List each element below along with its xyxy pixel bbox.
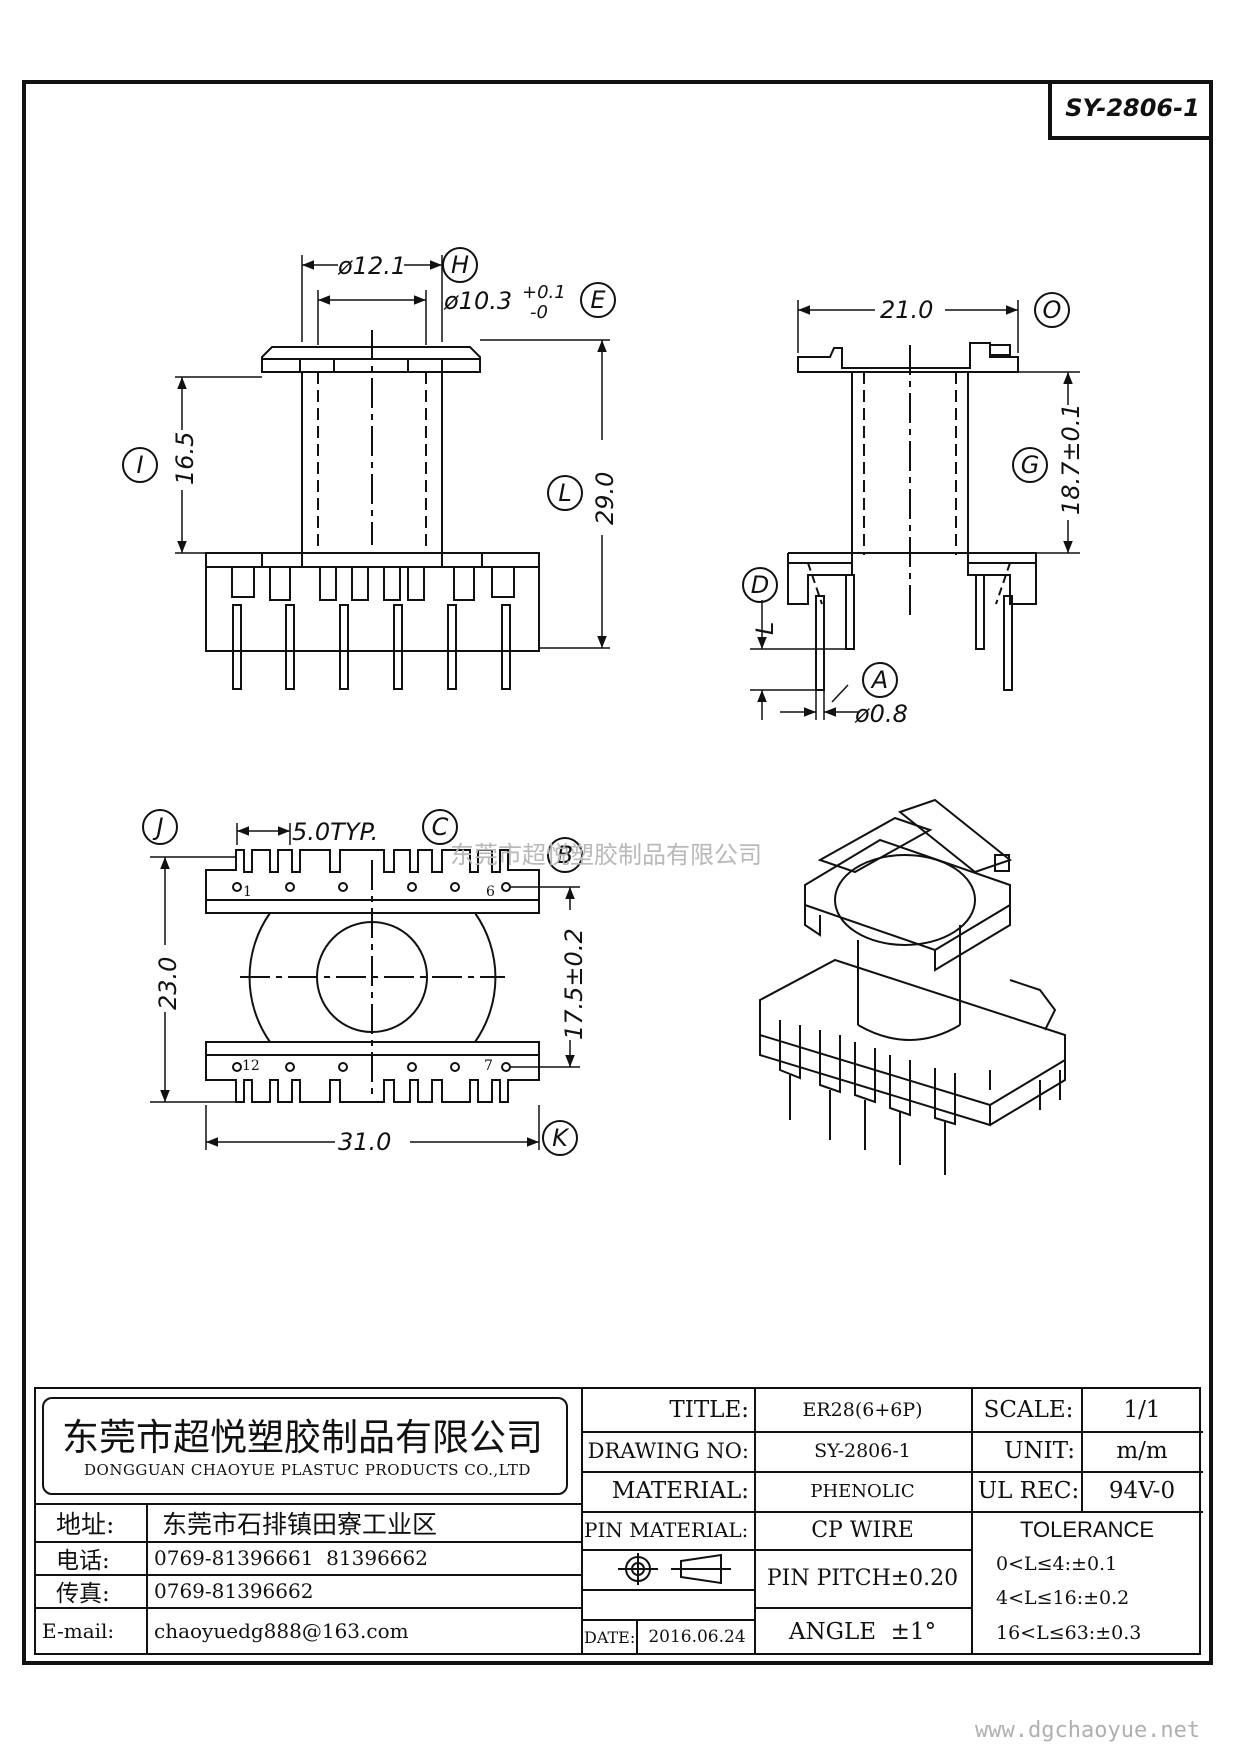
phone-label: 电话: <box>56 1548 110 1574</box>
address-value: 东莞市石排镇田寮工业区 <box>162 1510 438 1539</box>
front-view <box>205 330 540 690</box>
callout-K: K <box>552 1124 570 1152</box>
tolerance-range-2: 4<L≤16:±0.2 <box>996 1587 1130 1609</box>
drawing-no-value: SY-2806-1 <box>814 1440 911 1462</box>
dim-h23-0: 23.0 <box>154 957 182 1010</box>
callout-letters: H E I L O G D A J C B K <box>136 251 1061 1152</box>
tolerance-label: TOLERANCE <box>1019 1517 1155 1542</box>
callout-E: E <box>590 286 606 314</box>
projection-symbol-icon <box>618 1553 731 1585</box>
dim-w21-0: 21.0 <box>880 296 933 324</box>
material-label: MATERIAL: <box>611 1478 749 1504</box>
material-value: PHENOLIC <box>810 1480 915 1502</box>
drawing-frame <box>22 80 1213 1665</box>
unit-value: m/m <box>1116 1438 1168 1464</box>
dim-d10-3: ø10.3 <box>443 287 512 315</box>
pin-material-label: PIN MATERIAL: <box>584 1518 749 1542</box>
address-label: 地址: <box>56 1510 115 1539</box>
dim-pin-d: ø0.8 <box>854 700 908 728</box>
callout-L: L <box>558 479 571 507</box>
dim-w31-0: 31.0 <box>338 1128 391 1156</box>
pin-number-6: 6 <box>486 884 495 900</box>
company-box: 东莞市超悦塑胶制品有限公司 DONGGUAN CHAOYUE PLASTUC P… <box>42 1397 568 1495</box>
drawing-code-box: SY-2806-1 <box>1048 80 1213 140</box>
title-label: TITLE: <box>669 1397 749 1423</box>
tolerance-range-3: 16<L≤63:±0.3 <box>996 1622 1142 1644</box>
callout-O: O <box>1043 296 1062 324</box>
fax-label: 传真: <box>56 1581 110 1607</box>
dim-tol-minus: -0 <box>530 302 548 323</box>
callout-B: B <box>557 841 573 869</box>
dim-h29-0: 29.0 <box>591 472 619 525</box>
callout-circles <box>122 247 1070 1156</box>
dim-L: L <box>751 622 779 635</box>
pin-pitch: PIN PITCH±0.20 <box>766 1565 959 1591</box>
title-block: 东莞市超悦塑胶制品有限公司 DONGGUAN CHAOYUE PLASTUC P… <box>34 1387 1203 1655</box>
drawing-no-label: DRAWING NO: <box>587 1439 749 1463</box>
scale-label: SCALE: <box>983 1397 1074 1423</box>
date-label: DATE: <box>584 1627 636 1647</box>
pin-material-value: CP WIRE <box>811 1517 914 1543</box>
callout-H: H <box>451 251 469 279</box>
isometric-view <box>759 798 1066 1175</box>
scale-value: 1/1 <box>1123 1397 1161 1423</box>
pin-number-12: 12 <box>242 1058 260 1074</box>
watermark-text: 东莞市超悦塑胶制品有限公司 <box>450 841 762 869</box>
dim-h18-7: 18.7±0.1 <box>1057 403 1085 515</box>
dim-pitch: 5.0TYP. <box>292 818 378 846</box>
company-name-cn: 东莞市超悦塑胶制品有限公司 <box>62 1416 543 1459</box>
date-value: 2016.06.24 <box>648 1627 746 1647</box>
fax-value: 0769-81396662 <box>154 1579 314 1603</box>
side-view <box>787 342 1037 691</box>
phone-value: 0769-81396661 81396662 <box>154 1546 428 1570</box>
callout-J: J <box>152 813 163 841</box>
dim-tol-plus: +0.1 <box>522 282 566 303</box>
dim-h17-5: 17.5±0.2 <box>560 928 588 1040</box>
email-value: chaoyuedg888@163.com <box>154 1619 409 1643</box>
bottom-view <box>205 849 540 1103</box>
email-label: E-mail: <box>42 1619 115 1643</box>
angle-tolerance: ANGLE ±1° <box>788 1619 937 1645</box>
dim-h16-5: 16.5 <box>171 432 199 485</box>
pin-number-1: 1 <box>243 884 252 900</box>
tolerance-range-1: 0<L≤4:±0.1 <box>996 1553 1118 1575</box>
company-name-en: DONGGUAN CHAOYUE PLASTUC PRODUCTS CO.,LT… <box>84 1461 531 1479</box>
callout-C: C <box>432 813 449 841</box>
title-value: ER28(6+6P) <box>802 1399 923 1421</box>
callout-D: D <box>751 571 769 599</box>
drawing-code: SY-2806-1 <box>1065 94 1200 122</box>
dim-d12-1: ø12.1 <box>337 252 406 280</box>
unit-label: UNIT: <box>1004 1438 1075 1464</box>
callout-G: G <box>1021 451 1040 479</box>
callout-I: I <box>136 451 143 479</box>
pin-number-7: 7 <box>484 1058 493 1074</box>
callout-A: A <box>870 666 888 694</box>
ul-value: 94V-0 <box>1108 1478 1176 1504</box>
ul-label: UL REC: <box>977 1478 1080 1504</box>
website-url: www.dgchaoyue.net <box>975 1718 1201 1743</box>
